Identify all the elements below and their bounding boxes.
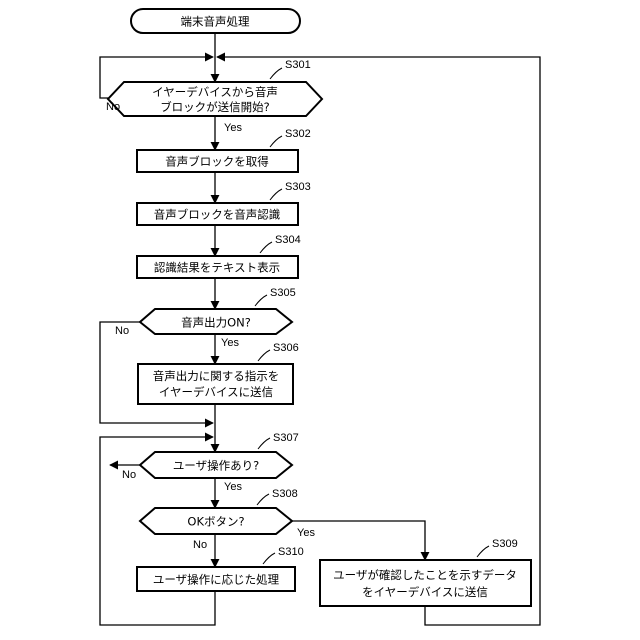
s310-label: ユーザ操作に応じた処理 [153, 573, 280, 587]
s301-step: S301 [285, 59, 311, 71]
s302-leader [270, 136, 282, 147]
s307-no-label: No [122, 469, 136, 481]
s308-step: S308 [272, 488, 298, 500]
s304-step: S304 [275, 234, 301, 246]
s301-leader [270, 68, 282, 79]
s305-no-label: No [115, 325, 129, 337]
s308-yes-label: Yes [297, 527, 315, 539]
s309-step: S309 [492, 538, 518, 550]
s306-step: S306 [273, 342, 299, 354]
s301-yes-label: Yes [224, 122, 242, 134]
s304-leader [260, 242, 272, 253]
s302-label: 音声ブロックを取得 [165, 155, 269, 169]
start-label: 端末音声処理 [181, 15, 250, 29]
s303-leader [270, 189, 282, 200]
s308-leader [257, 494, 269, 505]
s306-leader [258, 350, 270, 361]
s309-line2: をイヤーデバイスに送信 [362, 585, 488, 599]
s301-line2: ブロックが送信開始? [160, 100, 270, 114]
s304-label: 認識結果をテキスト表示 [154, 261, 280, 275]
s307-label: ユーザ操作あり? [173, 459, 259, 473]
s309-leader [477, 546, 489, 557]
s305-leader [255, 295, 267, 306]
s301-no-label: No [106, 101, 120, 113]
s303-step: S303 [285, 181, 311, 193]
s310-leader [263, 553, 275, 564]
s310-step: S310 [278, 546, 304, 558]
s301-line1: イヤーデバイスから音声 [152, 85, 278, 99]
s303-label: 音声ブロックを音声認識 [154, 208, 281, 222]
s306-line1: 音声出力に関する指示を [153, 369, 280, 383]
s309-line1: ユーザが確認したことを示すデータ [333, 568, 517, 582]
s307-yes-label: Yes [224, 481, 242, 493]
s308-no-label: No [193, 539, 207, 551]
s307-step: S307 [273, 432, 299, 444]
s302-step: S302 [285, 128, 311, 140]
process-s309 [320, 560, 531, 606]
s305-yes-label: Yes [221, 337, 239, 349]
s306-line2: イヤーデバイスに送信 [159, 385, 273, 399]
s305-step: S305 [270, 287, 296, 299]
s305-label: 音声出力ON? [181, 316, 251, 330]
s307-leader [258, 438, 270, 449]
s308-label: OKボタン? [187, 515, 244, 529]
